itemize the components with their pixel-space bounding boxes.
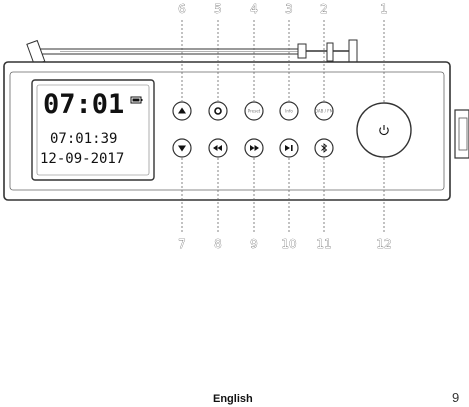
battery-icon <box>130 96 143 104</box>
lcd-date: 12-09-2017 <box>40 151 124 167</box>
lcd-big-time: 07:01 <box>43 89 124 120</box>
callout-numbers-top: 6 5 4 3 2 1 <box>178 2 388 17</box>
callout-6: 6 <box>178 2 186 16</box>
callout-11: 11 <box>316 237 331 251</box>
antenna <box>26 39 358 66</box>
mode-button[interactable]: DAB / FM <box>314 101 334 121</box>
callout-4: 4 <box>250 2 258 16</box>
info-button-label: Info <box>285 109 293 114</box>
callout-lines <box>181 20 385 234</box>
bluetooth-button[interactable] <box>314 138 334 158</box>
info-button[interactable]: Info <box>279 101 299 121</box>
down-arrow-icon <box>178 145 186 152</box>
up-button[interactable] <box>172 101 192 121</box>
play-pause-icon <box>285 145 293 151</box>
rewind-button[interactable] <box>208 138 228 158</box>
lcd-time: 07:01:39 <box>50 131 117 147</box>
callout-9: 9 <box>250 237 258 251</box>
callout-7: 7 <box>178 237 186 251</box>
up-arrow-icon <box>178 107 186 114</box>
callout-10: 10 <box>281 237 296 251</box>
play-pause-button[interactable] <box>279 138 299 158</box>
callout-2: 2 <box>320 2 328 16</box>
callout-numbers-bottom: 7 8 9 10 11 12 <box>178 237 392 252</box>
callout-3: 3 <box>285 2 293 16</box>
preset-button[interactable]: Preset <box>244 101 264 121</box>
callout-1: 1 <box>380 2 388 16</box>
callout-5: 5 <box>214 2 222 16</box>
preset-button-label: Preset <box>248 109 261 114</box>
mode-button-label: DAB / FM <box>315 109 334 114</box>
power-icon <box>379 125 389 136</box>
power-button[interactable] <box>356 102 412 158</box>
footer-language: English <box>213 393 253 405</box>
callout-12: 12 <box>376 237 391 251</box>
select-icon <box>214 107 222 115</box>
bluetooth-icon <box>321 143 328 153</box>
fast-forward-button[interactable] <box>244 138 264 158</box>
lcd-display: 07:01 07:01:39 12-09-2017 <box>31 79 155 181</box>
select-button[interactable] <box>208 101 228 121</box>
down-button[interactable] <box>172 138 192 158</box>
rewind-icon <box>213 145 222 151</box>
fast-forward-icon <box>250 145 259 151</box>
page-number: 9 <box>452 390 460 405</box>
callout-8: 8 <box>214 237 222 251</box>
